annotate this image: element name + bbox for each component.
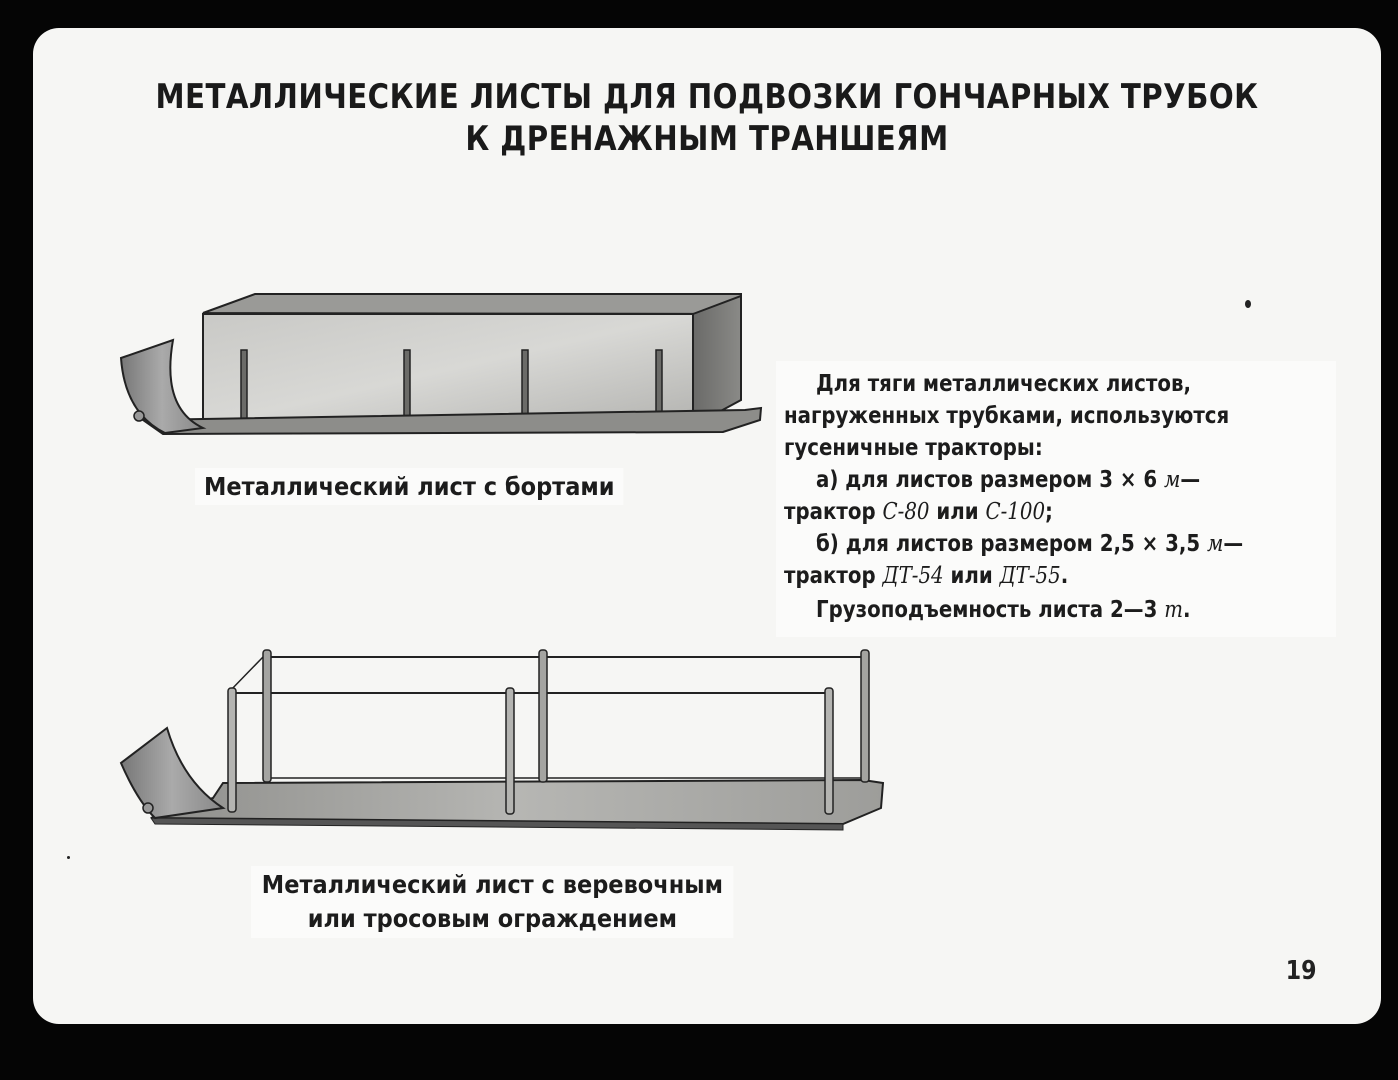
page-number: 19	[1285, 956, 1317, 986]
title-line-1: МЕТАЛЛИЧЕСКИЕ ЛИСТЫ ДЛЯ ПОДВОЗКИ ГОНЧАРН…	[155, 77, 1259, 117]
text-line-8: Грузоподъемность листа 2—3 т.	[816, 597, 1191, 623]
tractor-info-text: Для тяги металлических листов, нагруженн…	[776, 361, 1336, 637]
text-line-1: Для тяги металлических листов,	[816, 371, 1191, 397]
dust-speck	[1245, 300, 1251, 308]
text-line-5: трактор С-80 или С-100;	[784, 499, 1053, 525]
caption-line-1: Металлический лист с веревочным	[261, 870, 724, 899]
page-title: МЕТАЛЛИЧЕСКИЕ ЛИСТЫ ДЛЯ ПОДВОЗКИ ГОНЧАРН…	[127, 76, 1286, 160]
text-line-2: нагруженных трубками, используются	[784, 403, 1230, 429]
caption-line-2: или тросовым ограждением	[307, 904, 678, 933]
sheet-with-rope-fence-drawing	[119, 649, 885, 831]
sheet-with-sides-drawing	[119, 293, 763, 436]
sleds-illustration	[119, 293, 885, 831]
caption-sheet-with-rope-fence: Металлический лист с веревочным или трос…	[251, 866, 734, 938]
text-line-4: а) для листов размером 3 × 6 м—	[816, 467, 1201, 493]
slide: МЕТАЛЛИЧЕСКИЕ ЛИСТЫ ДЛЯ ПОДВОЗКИ ГОНЧАРН…	[33, 28, 1381, 1024]
dust-speck	[67, 856, 70, 859]
text-line-3: гусеничные тракторы:	[784, 435, 1043, 461]
text-line-6: б) для листов размером 2,5 × 3,5 м—	[816, 531, 1244, 557]
text-line-7: трактор ДТ-54 или ДТ-55.	[784, 563, 1069, 589]
caption-sheet-with-sides: Металлический лист с бортами	[195, 468, 624, 505]
title-line-2: К ДРЕНАЖНЫМ ТРАНШЕЯМ	[465, 119, 949, 159]
